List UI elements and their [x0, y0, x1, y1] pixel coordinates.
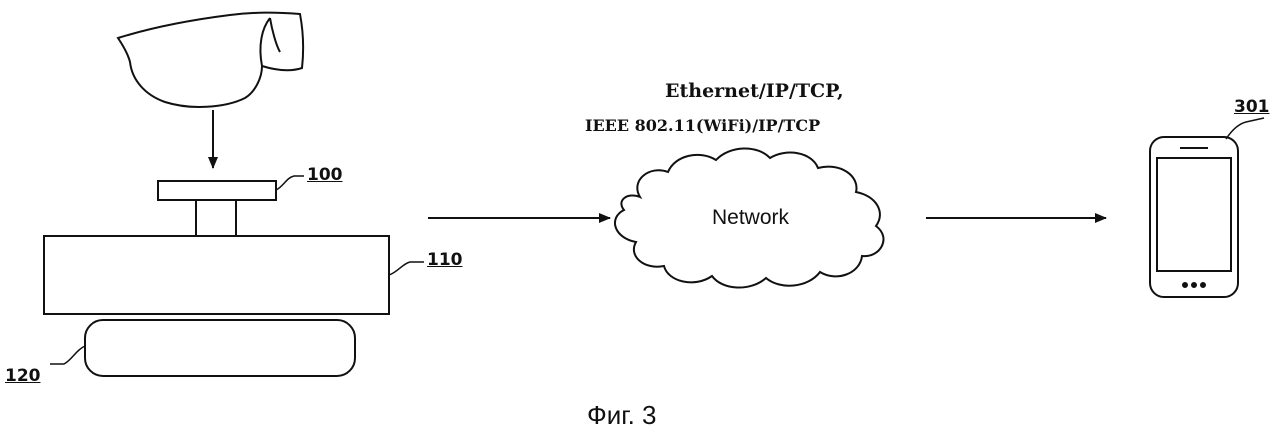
- base-device: [43, 235, 390, 315]
- smartphone-icon: [1149, 136, 1239, 298]
- label-sensor-100: 100: [307, 165, 343, 185]
- protocol-line-2: IEEE 802.11(WiFi)/IP/TCP: [585, 116, 821, 135]
- holder-leader: [50, 345, 86, 365]
- figure-caption: Фиг. 3: [587, 400, 657, 430]
- label-base-110: 110: [427, 250, 463, 270]
- protocol-line-1: Ethernet/IP/TCP,: [665, 80, 844, 102]
- holder-device: [84, 319, 356, 377]
- phone-leader: [1225, 117, 1265, 140]
- base-leader: [388, 261, 424, 276]
- label-holder-120: 120: [5, 366, 41, 386]
- network-cloud: [613, 147, 885, 289]
- sensor-leader: [275, 175, 304, 191]
- sensor-stem: [195, 199, 237, 237]
- label-phone-301: 301: [1234, 97, 1270, 117]
- sensor-plate: [157, 180, 277, 201]
- finger-icon: [116, 11, 305, 108]
- network-label: Network: [712, 206, 790, 229]
